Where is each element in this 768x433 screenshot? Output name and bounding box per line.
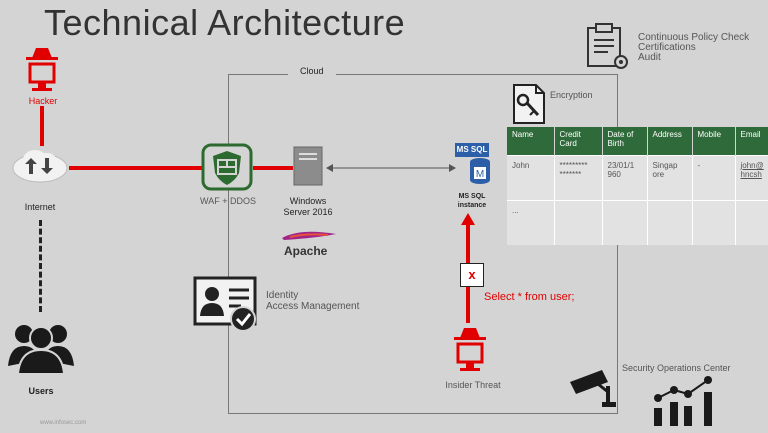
table-cell <box>554 200 603 245</box>
blocked-marker: x <box>460 263 484 287</box>
mssql-label-line1: MS SQL <box>458 193 486 200</box>
id-card-icon <box>193 276 259 339</box>
server-icon <box>293 146 323 191</box>
apache-feather-icon <box>280 228 340 251</box>
users-icon <box>6 320 76 385</box>
table-header: Name <box>507 127 555 156</box>
windows-label-line1: Windows <box>289 196 327 206</box>
table-header: Credit Card <box>554 127 603 156</box>
iam-label-line2: Access Management <box>266 301 360 312</box>
cctv-camera-icon <box>568 368 618 415</box>
table-row: ... <box>507 200 768 245</box>
table-header: Date of Birth <box>602 127 648 156</box>
users-link <box>39 220 42 312</box>
policy-line1: Continuous Policy Check <box>638 32 750 43</box>
users-label: Users <box>28 386 54 396</box>
insider-threat-icon <box>450 326 490 381</box>
table-header: Address <box>647 127 693 156</box>
user-data-table: Name Credit Card Date of Birth Address M… <box>507 127 768 245</box>
sql-query-label: Select * from user; <box>484 291 575 303</box>
internet-cloud-icon <box>11 146 69 191</box>
table-header: Email <box>735 127 768 156</box>
bar-chart-trend-icon <box>652 376 718 433</box>
windows-label: Windows Server 2016 <box>272 196 344 218</box>
table-cell: ... <box>507 200 555 245</box>
table-row: John ********* ******* 23/01/1 960 Singa… <box>507 155 768 201</box>
table-cell <box>692 200 736 245</box>
table-header-row: Name Credit Card Date of Birth Address M… <box>507 127 768 156</box>
key-document-icon <box>512 83 546 130</box>
hacker-link <box>40 106 44 146</box>
mssql-label: MS SQL instance <box>442 192 502 210</box>
table-cell: Singap ore <box>647 155 693 201</box>
windows-label-line2: Server 2016 <box>283 207 333 217</box>
internet-waf-link <box>69 166 203 170</box>
waf-shield-icon <box>201 143 253 196</box>
mssql-badge: MS SQL <box>455 143 489 157</box>
policy-text: Continuous Policy Check Certifications A… <box>638 33 749 63</box>
table-cell: - <box>692 155 736 201</box>
table-cell: John <box>507 155 555 201</box>
table-header: Mobile <box>692 127 736 156</box>
table-cell: 23/01/1 960 <box>602 155 648 201</box>
table-cell <box>735 200 768 245</box>
page-title: Technical Architecture <box>44 2 406 43</box>
svg-text:M: M <box>476 169 484 180</box>
table-cell <box>602 200 648 245</box>
policy-line3: Audit <box>638 52 661 63</box>
policy-line2: Certifications <box>638 42 696 53</box>
insider-threat-label: Insider Threat <box>445 380 501 390</box>
encryption-label: Encryption <box>550 90 593 100</box>
email-link[interactable]: john@ hncsh <box>735 155 768 201</box>
mssql-label-line2: instance <box>457 202 487 209</box>
hacker-icon <box>22 46 62 101</box>
clipboard-gear-icon <box>584 22 632 77</box>
database-icon: M <box>468 157 492 190</box>
apache-label: Apache <box>284 244 328 258</box>
iam-label: Identity Access Management <box>266 290 359 312</box>
table-cell: ********* ******* <box>554 155 603 201</box>
waf-label: WAF + DDOS <box>200 196 256 206</box>
footer-url: www.infosec.com <box>40 420 87 426</box>
internet-label: Internet <box>24 202 56 212</box>
server-sql-connection <box>326 160 456 178</box>
soc-label: Security Operations Center <box>622 363 731 373</box>
iam-label-line1: Identity <box>266 290 299 301</box>
table-cell <box>647 200 693 245</box>
cloud-label: Cloud <box>288 66 336 76</box>
waf-server-link <box>253 166 293 170</box>
hacker-label: Hacker <box>28 96 58 106</box>
